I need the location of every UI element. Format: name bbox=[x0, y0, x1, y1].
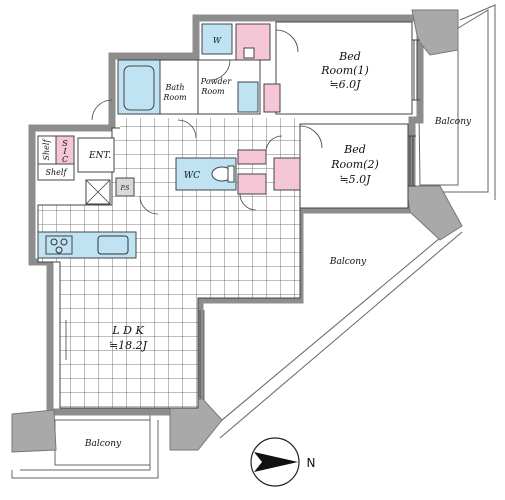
entrance-label: ENT. bbox=[88, 151, 111, 161]
ps-shaft bbox=[115, 177, 135, 197]
windows bbox=[408, 39, 420, 187]
powder-room bbox=[159, 59, 199, 115]
shelf-bottom-label: Shelf bbox=[46, 168, 69, 177]
balcony-middle-label: Balcony bbox=[329, 257, 367, 267]
washer-space bbox=[201, 23, 233, 55]
bed1-label-line1: Bed bbox=[338, 50, 361, 63]
ldk-label: L D K bbox=[111, 324, 144, 337]
ldk-area: ≒18.2J bbox=[109, 339, 148, 352]
bed2-label-line2: Room(2) bbox=[330, 158, 379, 171]
sic-c-label: C bbox=[62, 155, 68, 164]
door-swings bbox=[59, 59, 283, 400]
columns bbox=[11, 9, 463, 453]
compass: N bbox=[250, 437, 316, 487]
bed2-area: ≒5.0J bbox=[339, 173, 371, 186]
powder-label-line1: Powder bbox=[200, 77, 233, 86]
corridor-floor bbox=[120, 118, 300, 148]
balcony-southwest-label: Balcony bbox=[84, 439, 122, 449]
sic-i-label: I bbox=[62, 147, 67, 156]
powder-label-line2: Room bbox=[200, 87, 225, 96]
stove bbox=[45, 235, 73, 255]
entrance-floor bbox=[77, 137, 115, 173]
powder-floor bbox=[197, 59, 261, 115]
bed1-area: ≒6.0J bbox=[329, 78, 361, 91]
bathtub bbox=[123, 65, 155, 111]
shelf-bottom bbox=[37, 163, 75, 181]
sic-s-label: S bbox=[62, 139, 68, 148]
bed2-label-line1: Bed bbox=[343, 143, 366, 156]
bedroom-1 bbox=[275, 21, 413, 115]
wc-label: WC bbox=[184, 171, 200, 181]
sink bbox=[97, 235, 129, 255]
bed1-label-line2: Room(1) bbox=[320, 64, 369, 77]
north-arrow-icon bbox=[254, 452, 298, 472]
ps-label: P.S bbox=[120, 185, 130, 192]
compass-label: N bbox=[307, 456, 316, 470]
bath-label-line2: Room bbox=[162, 93, 187, 102]
balcony-east-label: Balcony bbox=[434, 117, 472, 127]
shelf-top-label: Shelf bbox=[42, 138, 51, 161]
bath-label-line1: Bath bbox=[164, 83, 184, 92]
bedroom-2 bbox=[299, 123, 409, 209]
washer-label: W bbox=[213, 36, 222, 45]
washbasin-counter bbox=[237, 81, 259, 113]
